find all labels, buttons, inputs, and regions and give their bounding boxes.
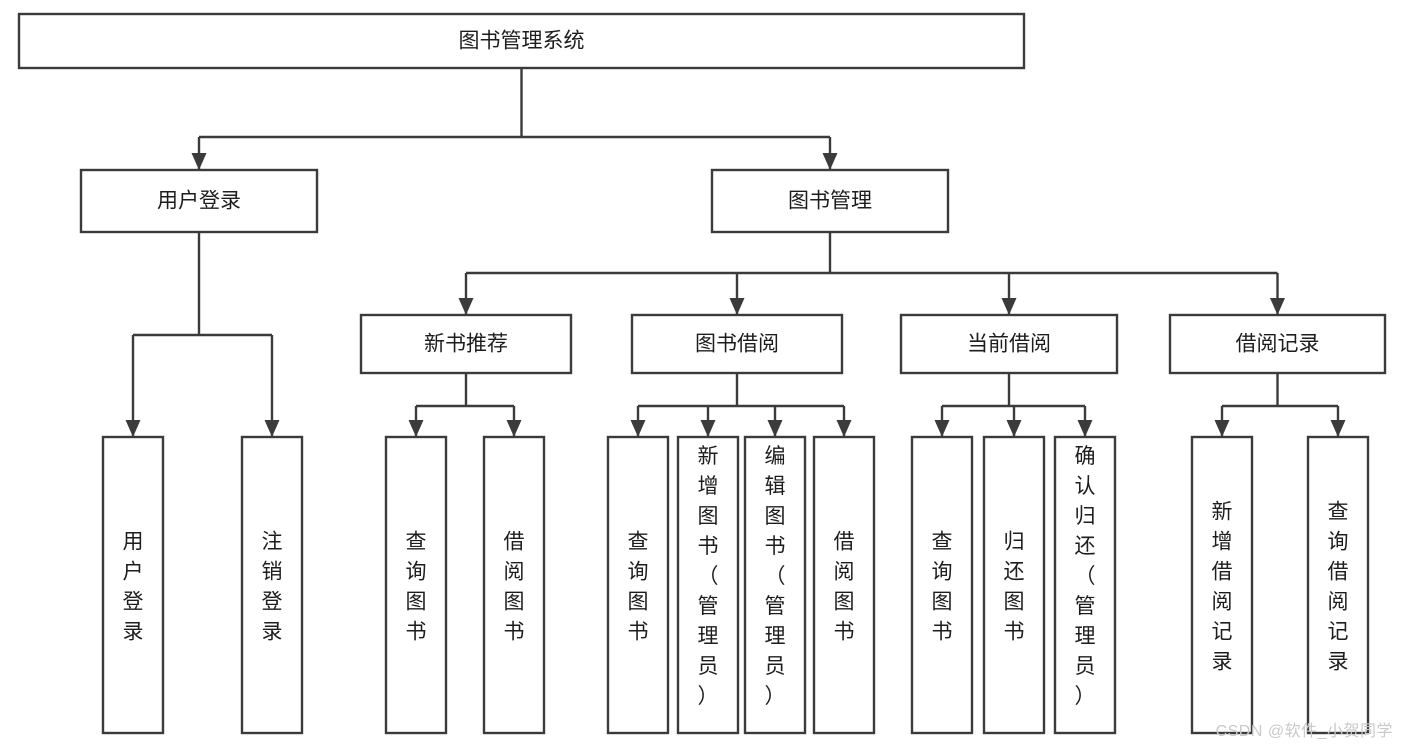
arrow-head-icon [1006,420,1022,437]
node-leaf-confirm-return-admin[interactable]: 确认归还（管理员） [1053,435,1117,735]
node-leaf-borrow-book-2[interactable]: 借阅图书 [812,435,876,735]
node-leaf-query-borrow-record-box [1306,435,1370,735]
node-current-borrow-box [899,313,1119,375]
node-leaf-return-book-label: 归还图书 [1004,530,1025,643]
node-user-login[interactable]: 用户登录 [79,168,319,234]
node-book-borrow[interactable]: 图书借阅 [630,313,844,375]
node-root-system-label: 图书管理系统 [459,30,585,53]
arrow-head-icon [836,420,852,437]
node-leaf-borrow-book-2-box [812,435,876,735]
node-leaf-edit-book-admin[interactable]: 编辑图书（管理员） [743,435,807,735]
node-leaf-user-login-box [101,435,165,735]
node-leaf-borrow-book-1-label: 借阅图书 [504,530,525,643]
arrow-head-icon [1001,298,1017,315]
node-new-book-recommend-box [359,313,573,375]
node-leaf-query-book-1-label: 查询图书 [406,530,427,643]
node-book-borrow-label: 图书借阅 [695,333,779,356]
node-leaf-query-book-3-label: 查询图书 [932,530,953,643]
node-leaf-logout-box [240,435,304,735]
arrow-head-icon [264,420,280,437]
node-user-login-box [79,168,319,234]
node-leaf-borrow-book-2-label: 借阅图书 [834,530,855,643]
node-leaf-logout-label: 注销登录 [262,530,283,643]
node-leaf-add-book-admin-box [676,435,740,735]
arrow-head-icon [458,298,474,315]
arrow-head-icon [408,420,424,437]
node-root-system-box [17,12,1026,70]
node-leaf-return-book-box [982,435,1046,735]
node-leaf-borrow-book-1-box [482,435,546,735]
node-leaf-query-borrow-record-label: 查询借阅记录 [1328,500,1349,673]
node-root-system[interactable]: 图书管理系统 [17,12,1026,70]
node-leaf-query-book-2-box [606,435,670,735]
node-book-manage-label: 图书管理 [788,190,872,213]
node-borrow-record-label: 借阅记录 [1236,333,1320,356]
arrow-head-icon [1270,298,1285,315]
node-leaf-query-borrow-record[interactable]: 查询借阅记录 [1306,435,1370,735]
arrow-head-icon [630,420,646,437]
node-borrow-record-box [1168,313,1387,375]
node-new-book-recommend[interactable]: 新书推荐 [359,313,573,375]
node-leaf-confirm-return-admin-label: 确认归还（管理员） [1075,445,1096,708]
arrow-head-icon [1214,420,1230,437]
node-leaf-query-book-2[interactable]: 查询图书 [606,435,670,735]
node-leaf-borrow-book-1[interactable]: 借阅图书 [482,435,546,735]
node-leaf-user-login[interactable]: 用户登录 [101,435,165,735]
node-leaf-add-borrow-record[interactable]: 新增借阅记录 [1190,435,1254,735]
node-user-login-label: 用户登录 [157,190,241,213]
node-current-borrow-label: 当前借阅 [967,333,1051,356]
node-leaf-query-book-3[interactable]: 查询图书 [910,435,974,735]
arrow-head-icon [729,298,745,315]
node-leaf-return-book[interactable]: 归还图书 [982,435,1046,735]
node-book-manage-box [710,168,950,234]
connector-lines [125,68,1346,437]
arrow-head-icon [191,153,207,170]
node-book-borrow-box [630,313,844,375]
arrow-head-icon [506,420,522,437]
arrow-head-icon [125,420,141,437]
node-leaf-query-book-2-label: 查询图书 [628,530,649,643]
node-leaf-query-book-3-box [910,435,974,735]
arrow-head-icon [767,420,783,437]
node-leaf-edit-book-admin-box [743,435,807,735]
node-leaf-query-book-1[interactable]: 查询图书 [384,435,448,735]
node-leaf-confirm-return-admin-box [1053,435,1117,735]
node-leaf-logout[interactable]: 注销登录 [240,435,304,735]
node-leaf-add-book-admin-label: 新增图书（管理员） [698,445,719,708]
node-leaf-query-book-1-box [384,435,448,735]
node-book-manage[interactable]: 图书管理 [710,168,950,234]
node-leaf-edit-book-admin-label: 编辑图书（管理员） [765,445,786,708]
node-leaf-add-borrow-record-label: 新增借阅记录 [1212,500,1233,673]
arrow-head-icon [1330,420,1346,437]
node-leaf-add-borrow-record-box [1190,435,1254,735]
arrow-head-icon [700,420,716,437]
node-new-book-recommend-label: 新书推荐 [424,333,508,356]
node-leaf-add-book-admin[interactable]: 新增图书（管理员） [676,435,740,735]
node-current-borrow[interactable]: 当前借阅 [899,313,1119,375]
node-borrow-record[interactable]: 借阅记录 [1168,313,1387,375]
node-leaf-user-login-label: 用户登录 [123,530,144,643]
arrow-head-icon [934,420,950,437]
node-boxes: 图书管理系统用户登录图书管理新书推荐图书借阅当前借阅借阅记录用户登录注销登录查询… [17,12,1387,735]
arrow-head-icon [822,153,838,170]
arrow-head-icon [1077,420,1093,437]
